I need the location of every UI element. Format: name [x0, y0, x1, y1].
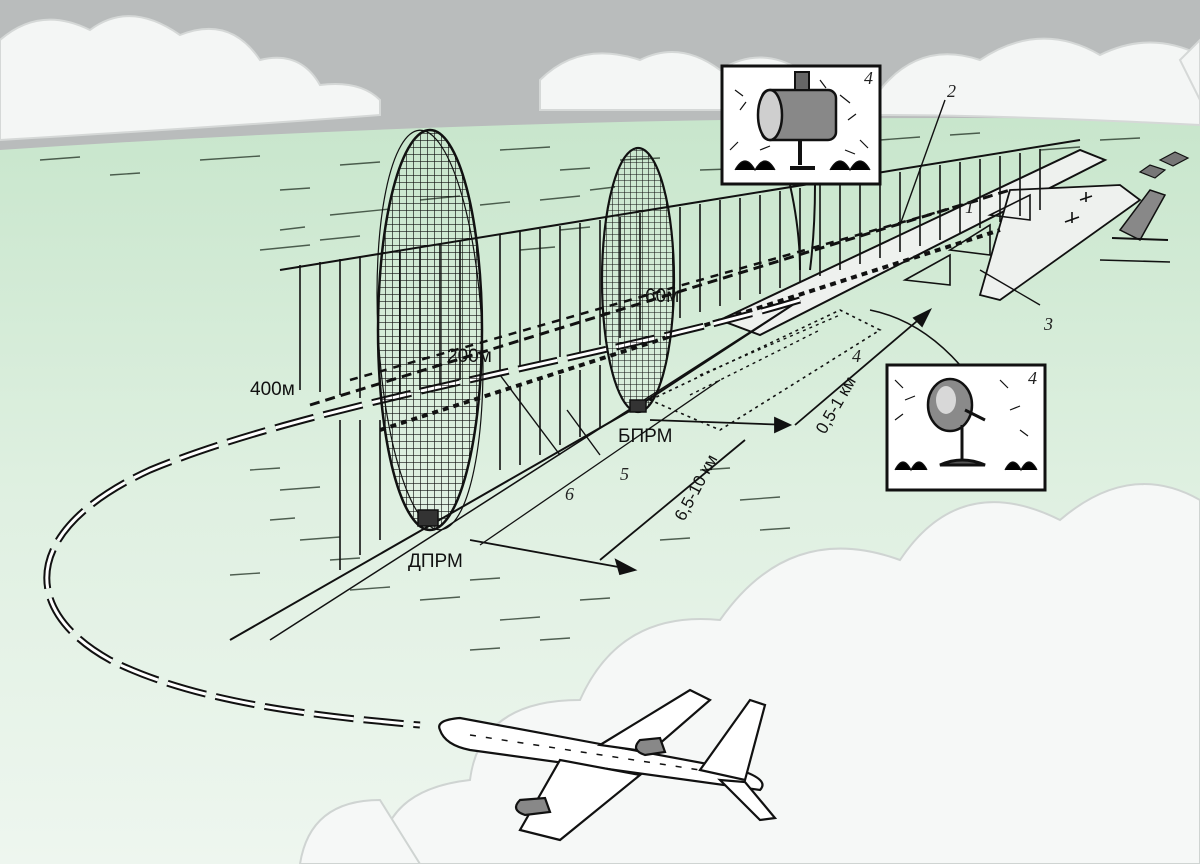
label-60m: 60м: [645, 286, 679, 307]
glide-path-curtain: [279, 139, 1081, 570]
label-400m: 400м: [250, 379, 295, 400]
callout-4c: 4: [852, 346, 861, 366]
callout-1: 1: [965, 197, 974, 217]
inner-marker-lobe: [600, 146, 676, 414]
inset-connector-top: [789, 184, 816, 271]
dimension-lines: [469, 99, 1041, 576]
label-dprm: ДПРМ: [408, 551, 463, 572]
outer-marker-lobe: [376, 128, 484, 532]
inner-marker-station: [629, 399, 647, 413]
terrain-texture: [39, 132, 1141, 651]
inset-grass: [729, 79, 871, 172]
searchlight-inset: [720, 64, 882, 186]
approach-light-inset: [885, 363, 1047, 492]
label-bprm: БПРМ: [618, 426, 672, 447]
outer-marker-station: [417, 509, 439, 527]
callout-3: 3: [1043, 314, 1053, 334]
callout-2: 2: [947, 81, 956, 101]
callout-4b: 4: [1028, 368, 1037, 388]
callout-4a: 4: [864, 68, 873, 88]
airplane-icon: [438, 688, 778, 842]
searchlight-icon: [756, 71, 838, 170]
callout-5: 5: [620, 464, 629, 484]
approach-light-icon: [926, 377, 986, 467]
callout-6: 6: [565, 484, 574, 504]
label-200m: 200м: [447, 346, 492, 367]
